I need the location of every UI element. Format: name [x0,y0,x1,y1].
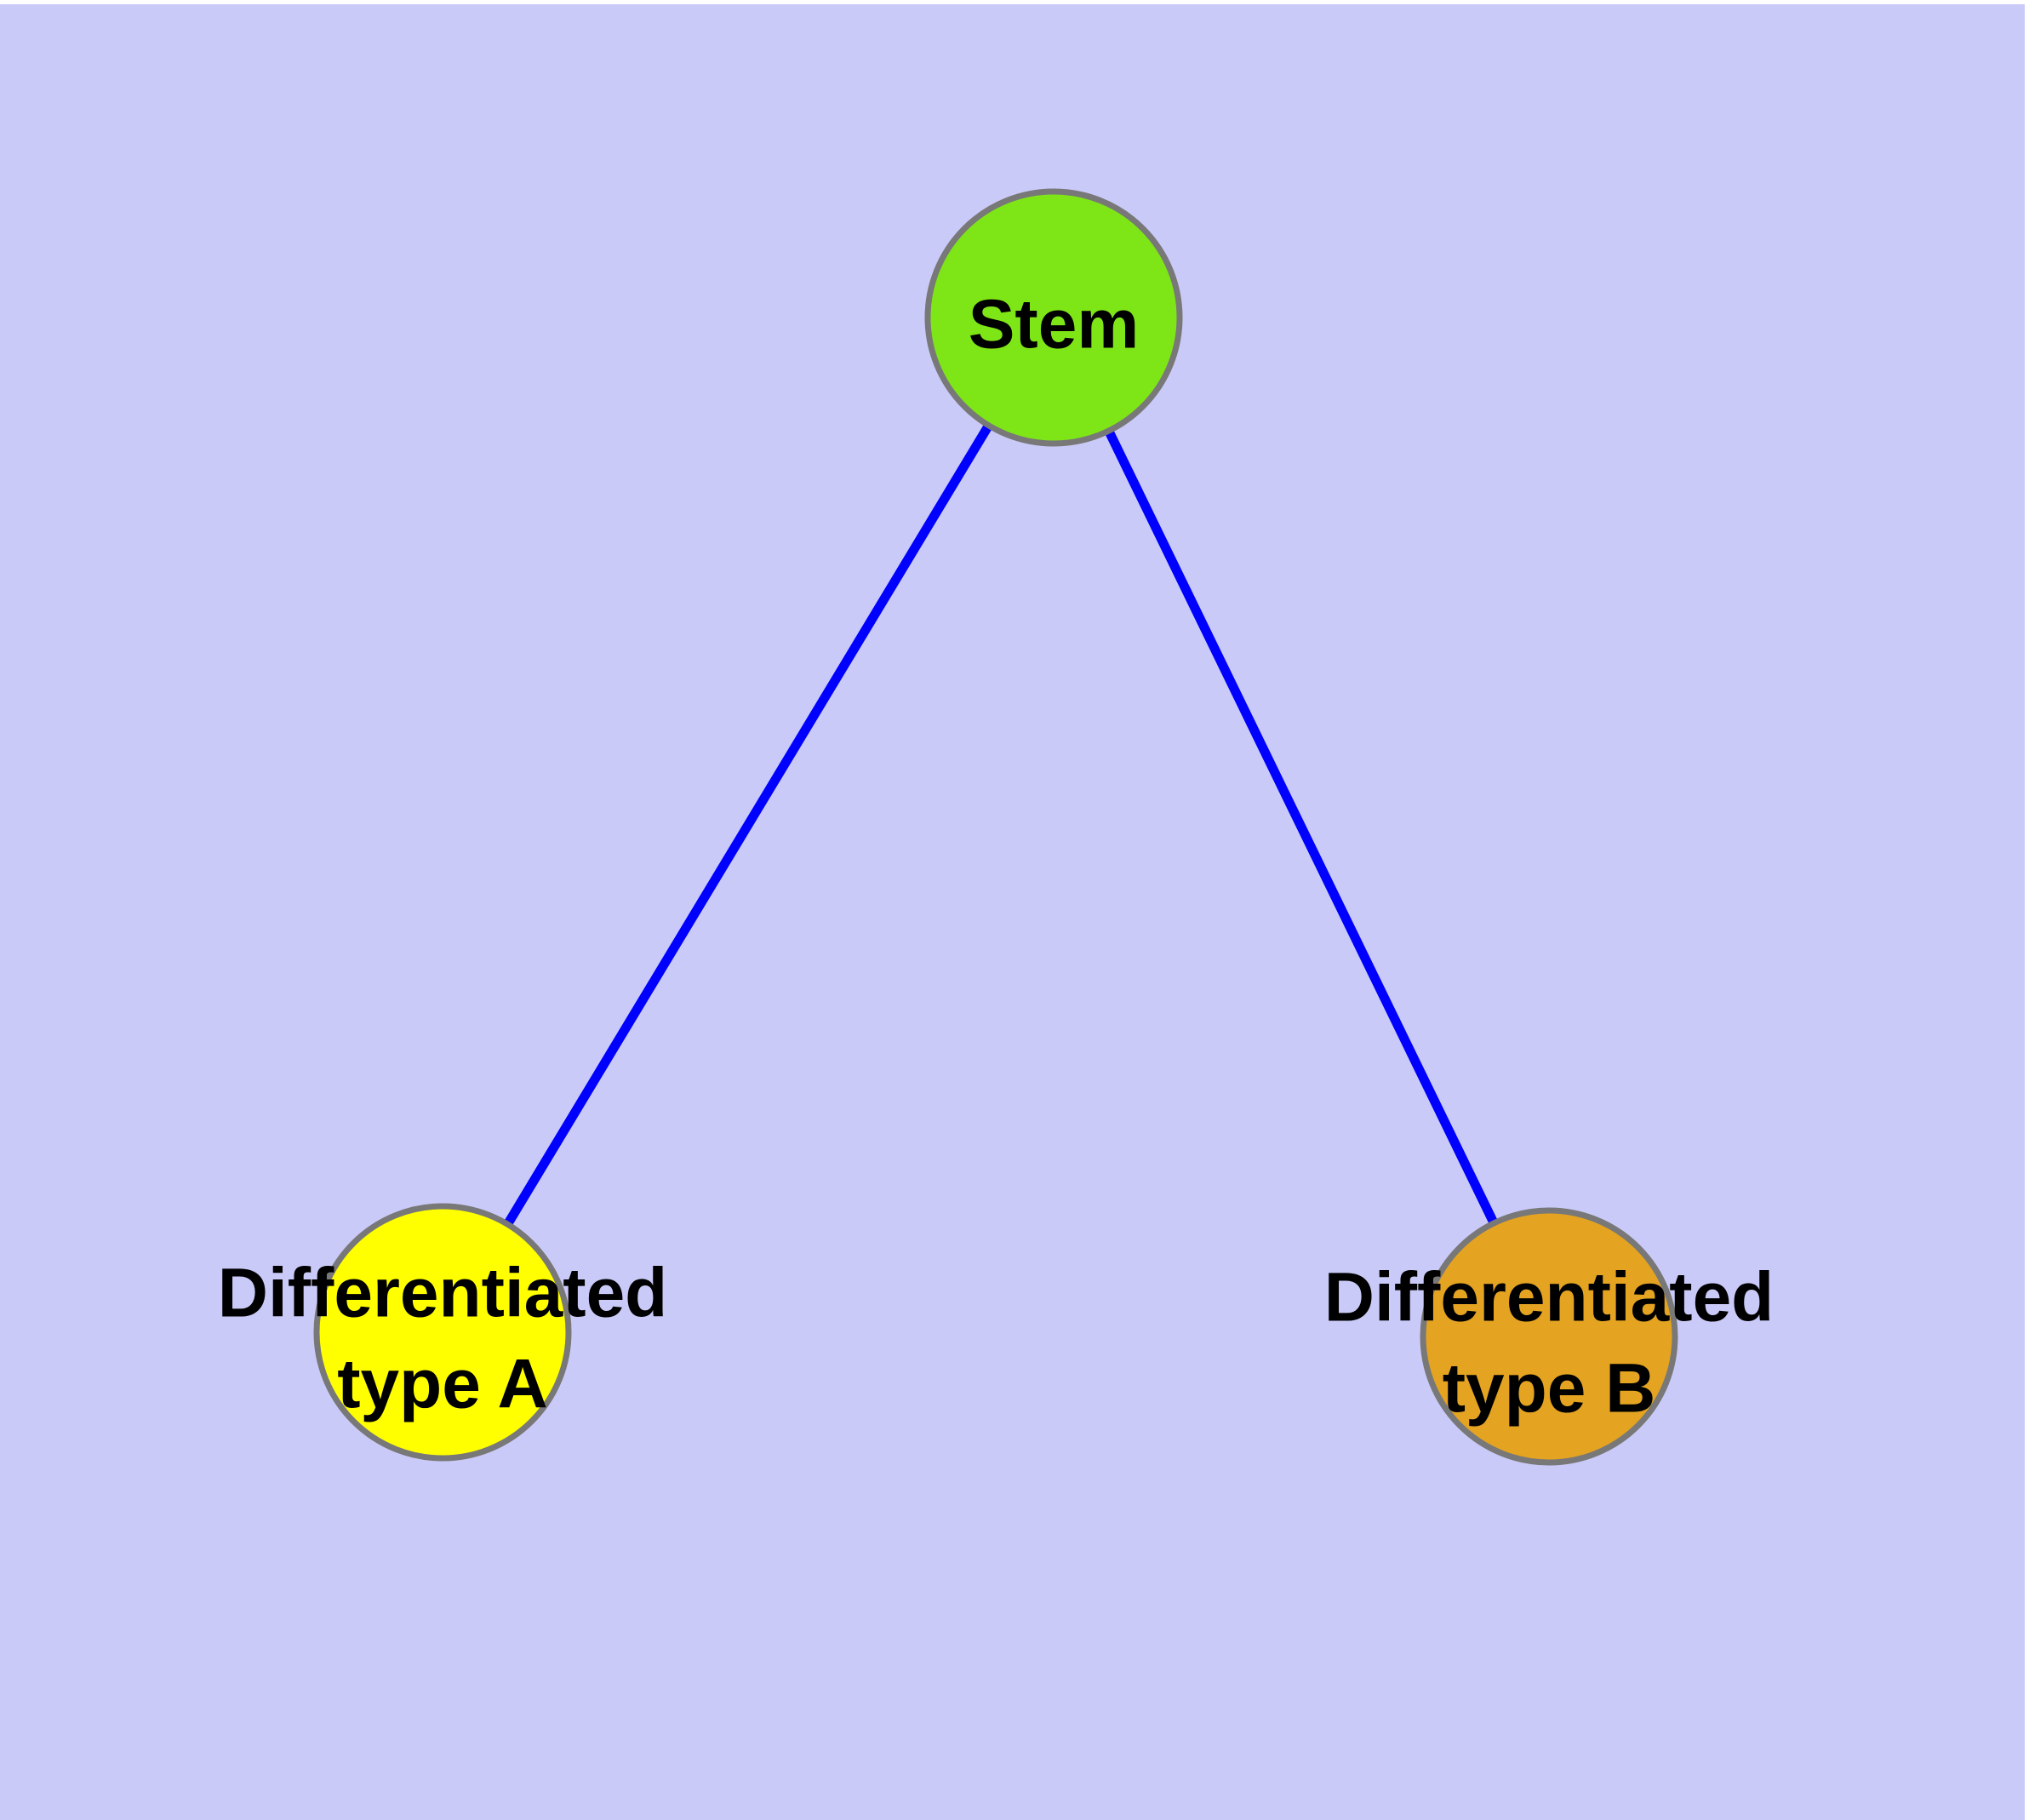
node-circle-stem [924,188,1183,447]
node-circle-differentiated-type-a [313,1203,572,1462]
edge-stem-to-differentiated-type-b [1049,315,1553,1339]
node-label-differentiated-type-a: Differentiated type A [217,1254,668,1423]
edge-stem-to-differentiated-type-a [438,315,1058,1335]
node-label-differentiated-type-b: Differentiated type B [1323,1258,1775,1428]
node-label-stem: Stem [968,285,1140,363]
node-circle-differentiated-type-b [1420,1207,1678,1466]
